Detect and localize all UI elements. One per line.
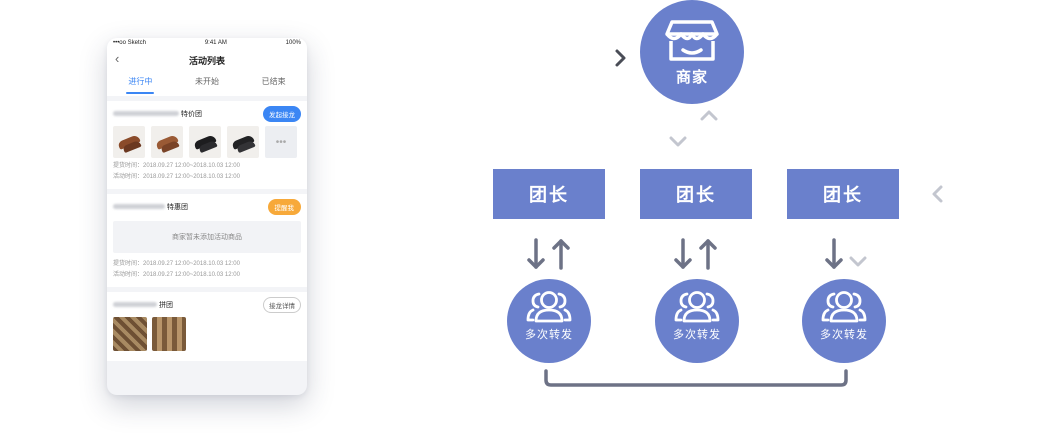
activity-card[interactable]: 特惠团 提醒我 商家暂未添加活动商品 提货时间：2018.09.27 12:00… (107, 194, 307, 287)
group-name: 特惠团 (113, 202, 188, 212)
arrow-up-icon (699, 239, 717, 270)
delivery-time: 提货时间：2018.09.27 12:00~2018.10.03 12:00 (113, 163, 240, 169)
tab-ended[interactable]: 已结束 (261, 77, 286, 86)
product-image[interactable] (113, 317, 147, 351)
people-icon (821, 291, 867, 323)
activity-time: 活动时间：2018.09.27 12:00~2018.10.03 12:00 (113, 272, 240, 278)
leader-node: 团长 (640, 169, 752, 219)
phone-mockup: •••oo Sketch 9:41 AM 100% ‹ 活动列表 进行中 未开始… (107, 38, 307, 395)
blurred-shop-name (113, 302, 157, 307)
tab-bar: 进行中 未开始 已结束 (107, 72, 307, 96)
product-image[interactable] (189, 126, 221, 158)
group-type: 特惠团 (167, 203, 188, 211)
chevron-left-icon (932, 185, 943, 203)
group-name: 拼团 (113, 300, 173, 310)
start-chain-button[interactable]: 发起接龙 (263, 105, 301, 122)
member-node: 多次转发 (655, 279, 739, 363)
product-thumbnails: ••• (113, 126, 301, 161)
member-node: 多次转发 (507, 279, 591, 363)
connector-bracket (544, 369, 848, 387)
people-icon (674, 291, 720, 323)
empty-products-notice: 商家暂未添加活动商品 (113, 221, 301, 253)
nav-bar: ‹ 活动列表 (107, 48, 307, 72)
people-icon (526, 291, 572, 323)
arrow-up-icon (552, 239, 570, 270)
member-label: 多次转发 (820, 329, 868, 341)
tab-ongoing[interactable]: 进行中 (107, 72, 174, 96)
product-image[interactable] (227, 126, 259, 158)
delivery-time: 提货时间：2018.09.27 12:00~2018.10.03 12:00 (113, 261, 240, 267)
status-battery: 100% (285, 40, 301, 46)
card-header: 拼团 接龙详情 (113, 292, 301, 317)
merchant-label: 商家 (675, 69, 708, 86)
merchant-node: 商家 (640, 0, 744, 104)
chevron-left-icon[interactable]: ‹ (115, 51, 120, 66)
tab-upcoming[interactable]: 未开始 (195, 77, 219, 86)
card-header: 特惠团 提醒我 (113, 194, 301, 219)
chevron-up-icon (700, 110, 718, 121)
product-image[interactable] (152, 317, 186, 351)
arrow-down-icon (527, 238, 545, 269)
chevron-down-icon (849, 256, 867, 267)
card-header: 特价团 发起接龙 (113, 101, 301, 126)
group-type: 特价团 (181, 110, 202, 118)
arrow-down-icon (825, 238, 843, 269)
activity-card[interactable]: 拼团 接龙详情 (107, 292, 307, 361)
member-node: 多次转发 (802, 279, 886, 363)
status-time: 9:41 AM (204, 40, 227, 46)
leader-node: 团长 (787, 169, 899, 219)
store-icon (665, 20, 719, 61)
chevron-down-icon (669, 136, 687, 147)
status-bar: •••oo Sketch 9:41 AM 100% (107, 38, 307, 48)
blurred-shop-name (113, 204, 165, 209)
page-title: 活动列表 (188, 55, 225, 66)
product-image[interactable] (151, 126, 183, 158)
group-name: 特价团 (113, 109, 202, 119)
product-thumbnails (113, 317, 301, 351)
remind-me-button[interactable]: 提醒我 (267, 198, 301, 215)
chevron-right-icon (615, 49, 626, 67)
activity-card[interactable]: 特价团 发起接龙 ••• 提货时间：2018.09.27 12:00 (107, 101, 307, 189)
status-carrier: •••oo Sketch (113, 40, 146, 46)
activity-time: 活动时间：2018.09.27 12:00~2018.10.03 12:00 (113, 174, 240, 180)
arrow-down-icon (674, 238, 692, 269)
member-label: 多次转发 (525, 329, 573, 341)
group-type: 拼团 (159, 301, 173, 309)
member-label: 多次转发 (673, 329, 721, 341)
chain-details-button[interactable]: 接龙详情 (263, 296, 301, 313)
leader-node: 团长 (493, 169, 605, 219)
product-image[interactable] (113, 126, 145, 158)
more-icon[interactable]: ••• (265, 126, 297, 158)
blurred-shop-name (113, 111, 179, 116)
